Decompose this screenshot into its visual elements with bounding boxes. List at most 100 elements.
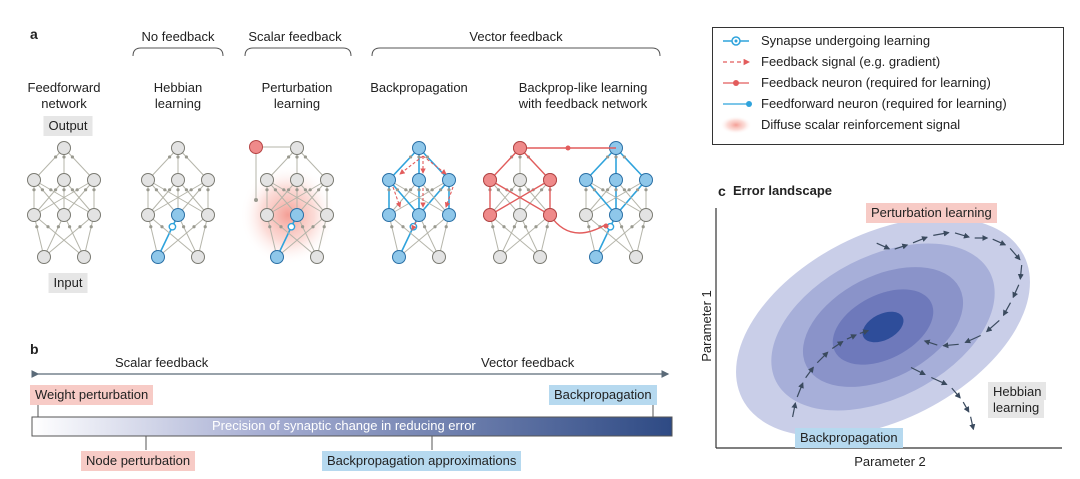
neuron [141, 208, 155, 222]
perturbation-learning-label: Perturbation learning [866, 203, 997, 223]
neuron [579, 208, 593, 222]
network-edge [388, 147, 420, 181]
network-edge [398, 214, 450, 258]
feedforward-neuron-learning [609, 173, 623, 187]
network-edge [177, 147, 209, 181]
hebbian-learning-label-2: learning [988, 400, 1045, 418]
network-edge [63, 147, 95, 181]
neuron [201, 208, 215, 222]
synapse-dot [287, 188, 291, 192]
neuron [320, 173, 334, 187]
network-edge [147, 214, 199, 258]
synapse-dot [35, 225, 39, 229]
feedforward-neuron-learning [151, 250, 165, 264]
bracket-scalar-feedback [244, 47, 352, 57]
feedforward-neuron-learning [412, 141, 426, 155]
synapse-dot [496, 188, 500, 192]
synapse-dot [644, 188, 648, 192]
feedforward-neuron-learning [382, 173, 396, 187]
synapse-dot [40, 188, 45, 192]
hebbian-learning-label-1: Hebbian [988, 382, 1047, 400]
bracket-vector-feedback [371, 47, 661, 57]
feedback-connection [519, 147, 551, 181]
synapse-dot [62, 188, 66, 192]
neuron [87, 173, 101, 187]
vector-feedback-arrow-label: Vector feedback [481, 355, 575, 370]
synapse-dot [311, 225, 315, 229]
synapse-dot [409, 188, 413, 192]
backprop-trajectory [831, 340, 844, 349]
legend: Synapse undergoing learning Feedback sig… [712, 27, 1064, 145]
synapse-dot [518, 155, 522, 159]
network-edge [489, 214, 501, 258]
network-edge [585, 179, 647, 216]
feedback-synapse [565, 145, 571, 151]
y-axis-label: Parameter 1 [698, 290, 714, 362]
synapse-dot [32, 188, 36, 192]
neuron [87, 208, 101, 222]
neuron [27, 173, 41, 187]
backprop-trajectory [791, 402, 798, 418]
network-edge [296, 214, 318, 258]
network-edge [595, 214, 647, 258]
network-edge [585, 214, 637, 258]
feedback-connection [489, 147, 521, 181]
feedforward-neuron-learning [442, 173, 456, 187]
column-title-perturbation-2: learning [273, 96, 321, 111]
network-edge [157, 214, 179, 258]
neuron [171, 141, 185, 155]
backpropagation-landscape-label: Backpropagation [795, 428, 903, 448]
synapse-dot [601, 188, 605, 192]
weight-perturbation-label: Weight perturbation [30, 385, 154, 405]
contour-minimum [862, 311, 904, 343]
column-title-feedforward-1: Feedforward [27, 80, 101, 95]
synapse-dot [303, 188, 307, 192]
network-edge [276, 214, 328, 258]
synapse-dot [184, 155, 188, 159]
perturbation-trajectory [1012, 284, 1020, 299]
neuron [629, 250, 643, 264]
synapse-dot [56, 225, 61, 229]
neuron [260, 208, 274, 222]
network-edge [83, 214, 95, 258]
perturbation-trajectory [876, 242, 891, 250]
neuron [432, 250, 446, 264]
synapse-dot [630, 225, 634, 229]
network-edge [418, 214, 440, 258]
synapse-dot [75, 188, 79, 192]
hebbian-trajectory [910, 366, 926, 376]
synapse-dot [404, 188, 408, 192]
synapse-dot [295, 155, 299, 159]
neuron [320, 208, 334, 222]
feedback-connection [489, 179, 551, 216]
synapse-dot [587, 225, 591, 229]
network-edge [635, 214, 647, 258]
synapse-dot [189, 188, 193, 192]
synapse-dot [592, 188, 597, 192]
network-perturbation [260, 141, 334, 264]
input-label: Input [48, 273, 88, 293]
synapse-dot [526, 188, 531, 192]
network-edge [296, 179, 328, 216]
synapse-dot [390, 225, 394, 229]
network-edge [499, 214, 521, 258]
synapse-dot [606, 155, 610, 159]
learning-synapse [287, 222, 296, 231]
synapse-dot [622, 155, 627, 159]
feedback-neuron [249, 140, 263, 154]
feedforward-neuron-learning [609, 208, 623, 222]
synapse-dot [545, 225, 549, 229]
synapse-dot [301, 225, 305, 229]
synapse-dot [49, 188, 53, 192]
panel-b-letter: b [30, 341, 39, 357]
perturbation-trajectory [1002, 302, 1012, 317]
bracket-no-feedback [132, 47, 224, 57]
network-edge [615, 179, 647, 216]
network-edge [418, 147, 450, 181]
neuron [57, 208, 71, 222]
feedback-signal-arrow [444, 186, 454, 208]
network-edge [33, 147, 65, 181]
network-edge [266, 179, 298, 216]
network-edge [595, 214, 617, 258]
